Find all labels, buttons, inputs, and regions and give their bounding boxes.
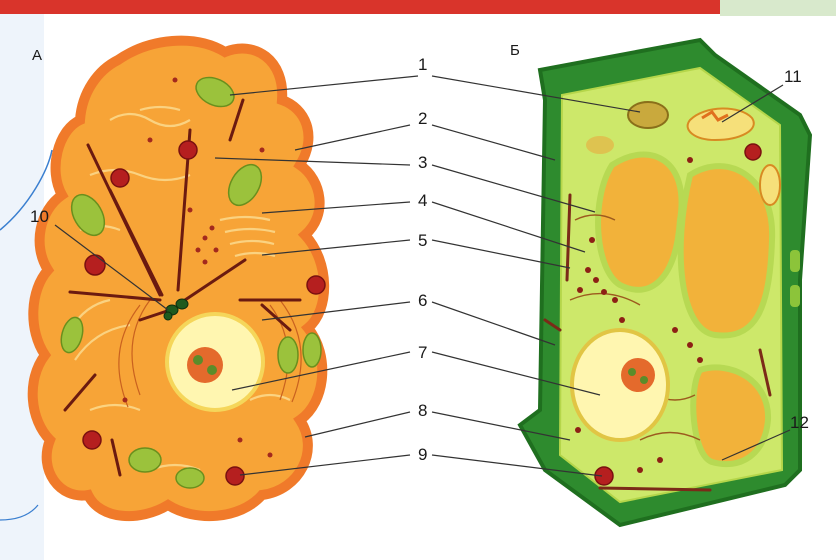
- mitochondrion: [176, 468, 204, 488]
- callout-6: 6: [418, 291, 427, 310]
- vacuole: [598, 154, 682, 289]
- callout-1: 1: [418, 55, 427, 74]
- mitochondrion: [129, 448, 161, 472]
- animal-nucleus: [167, 314, 263, 410]
- plant-nucleus: [572, 330, 668, 440]
- callout-8: 8: [418, 401, 427, 420]
- vacuole: [693, 367, 768, 464]
- top-right-decor: [720, 0, 836, 16]
- vacuole: [681, 166, 772, 335]
- animal-cell: [33, 41, 325, 516]
- callout-4: 4: [418, 191, 427, 210]
- panel-label-animal: А: [32, 47, 42, 64]
- callout-2: 2: [418, 109, 427, 128]
- lysosome: [111, 169, 129, 187]
- callout-5: 5: [418, 231, 427, 250]
- lysosome: [83, 431, 101, 449]
- lysosome: [226, 467, 244, 485]
- callout-10: 10: [30, 207, 49, 226]
- lysosome: [179, 141, 197, 159]
- plant-cell: [520, 40, 810, 525]
- lysosome: [307, 276, 325, 294]
- panel-label-plant: Б: [510, 42, 520, 59]
- callout-3: 3: [418, 153, 427, 172]
- callout-11: 11: [784, 67, 802, 86]
- lysosome: [85, 255, 105, 275]
- mitochondrion: [303, 333, 321, 367]
- callout-12: 12: [790, 413, 809, 432]
- mitochondrion: [278, 337, 298, 373]
- chloroplast: [628, 102, 668, 128]
- callout-9: 9: [418, 445, 427, 464]
- plant-lysosome: [745, 144, 761, 160]
- callout-7: 7: [418, 343, 427, 362]
- leucoplast: [688, 108, 754, 140]
- top-red-bar: [0, 0, 720, 14]
